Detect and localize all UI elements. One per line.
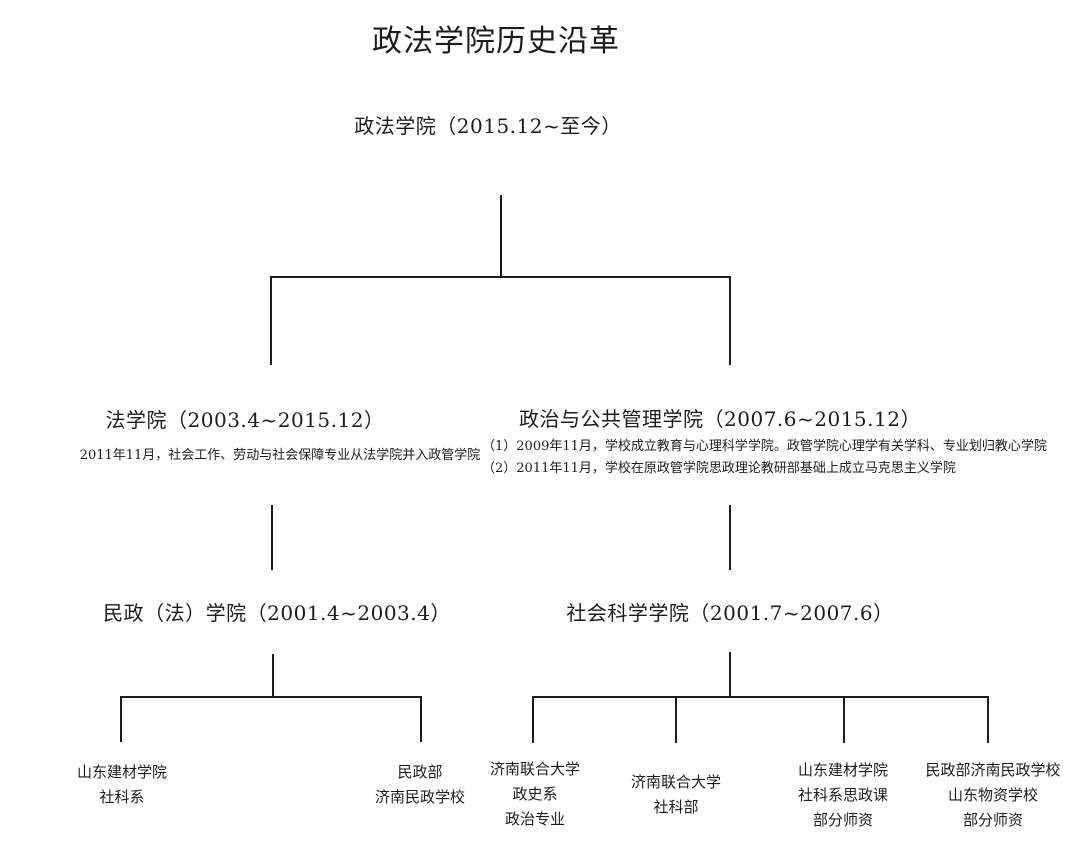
connector-level1-drop-right: [729, 276, 731, 365]
node-fa-xueyuan-note: 2011年11月，社会工作、劳动与社会保障专业从法学院并入政管学院: [79, 448, 481, 463]
connector-root-stem: [500, 195, 502, 278]
leaf-line: 济南联合大学: [630, 773, 722, 791]
connector-right-sub-drop-2: [675, 696, 677, 743]
connector-level1-drop-left: [270, 276, 272, 365]
leaf-line: 济南联合大学: [489, 760, 581, 778]
connector-left-sub-drop-1: [120, 696, 122, 742]
leaf-line: 政治专业: [504, 810, 566, 828]
node-shehui-kexue-xueyuan: 社会科学学院（2001.7~2007.6）: [566, 601, 894, 625]
node-zhengguan-note-2: （2）2011年11月，学校在原政管学院思政理论教研部基础上成立马克思主义学院: [482, 461, 956, 476]
connector-right-sub-stem: [729, 652, 731, 698]
leaf-line: 部分师资: [962, 811, 1024, 829]
leaf-shandong-jiancai-sizhengke: 山东建材学院 社科系思政课 部分师资: [798, 758, 888, 833]
leaf-shandong-jiancai-shekexi: 山东建材学院 社科系: [77, 760, 167, 810]
leaf-minzhengbu-jinan-minzheng: 民政部 济南民政学校: [375, 760, 465, 810]
leaf-line: 政史系: [512, 785, 558, 803]
leaf-line: 济南民政学校: [374, 788, 466, 806]
connector-left-mid-stem: [271, 505, 273, 570]
node-minzheng-fa-xueyuan: 民政（法）学院（2001.4~2003.4）: [103, 601, 451, 625]
leaf-line: 社科系: [99, 788, 145, 806]
node-zhengguan-note-1: （1）2009年11月，学校成立教育与心理科学学院。政管学院心理学有关学科、专业…: [482, 439, 1047, 454]
leaf-minzhengbu-wuzi-xuexiao: 民政部济南民政学校 山东物资学校 部分师资: [925, 758, 1060, 833]
leaf-jinan-lianhe-shekebu: 济南联合大学 社科部: [631, 770, 721, 820]
connector-left-sub-drop-2: [420, 696, 422, 742]
leaf-line: 民政部: [397, 763, 443, 781]
leaf-line: 社科系思政课: [797, 786, 889, 804]
node-zhengguan-xueyuan: 政治与公共管理学院（2007.6~2015.12）: [519, 407, 921, 431]
leaf-jinan-lianhe-zhengshixi: 济南联合大学 政史系 政治专业: [490, 757, 580, 832]
leaf-line: 民政部济南民政学校: [925, 761, 1061, 779]
page-title: 政法学院历史沿革: [372, 24, 620, 59]
leaf-line: 部分师资: [812, 811, 874, 829]
node-zhengfa-xueyuan: 政法学院（2015.12~至今）: [354, 114, 622, 138]
connector-right-sub-drop-3: [843, 696, 845, 743]
leaf-line: 社科部: [653, 798, 699, 816]
connector-level1-hbar: [270, 276, 731, 278]
connector-left-sub-stem: [272, 654, 274, 698]
connector-right-sub-hbar: [532, 696, 989, 698]
leaf-line: 山东建材学院: [797, 761, 889, 779]
connector-right-sub-drop-1: [532, 696, 534, 743]
node-fa-xueyuan: 法学院（2003.4~2015.12）: [105, 408, 385, 432]
connector-right-mid-stem: [729, 505, 731, 570]
connector-left-sub-hbar: [120, 696, 422, 698]
leaf-line: 山东物资学校: [947, 786, 1039, 804]
connector-right-sub-drop-4: [987, 696, 989, 743]
leaf-line: 山东建材学院: [76, 763, 168, 781]
